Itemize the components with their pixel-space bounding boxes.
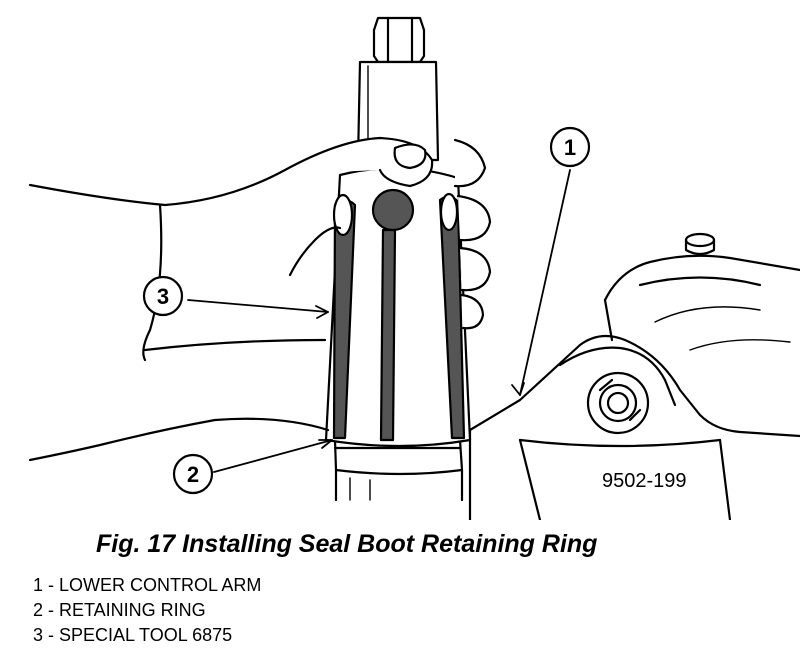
legend-item: 3 - SPECIAL TOOL 6875 (33, 625, 233, 645)
retaining-ring (333, 438, 464, 502)
leader-lines (187, 169, 571, 473)
callout-3-circle (142, 275, 184, 317)
figure-caption: Fig. 17 Installing Seal Boot Retaining R… (96, 530, 598, 558)
figure-code: 9502-199 (602, 470, 687, 492)
legend: 1 - LOWER CONTROL ARM 2 - RETAINING RING… (33, 573, 261, 648)
legend-item: 2 - RETAINING RING (33, 600, 206, 620)
callout-2-number: 2 (187, 462, 199, 487)
installation-illustration: 1 3 2 (28, 16, 800, 520)
lower-control-arm (468, 232, 800, 520)
special-tool (324, 16, 472, 448)
callout-2-circle (172, 453, 214, 495)
callout-1-number: 1 (564, 135, 576, 160)
hand (28, 136, 492, 462)
callout-1-circle (549, 126, 591, 168)
callout-3-number: 3 (157, 284, 169, 309)
legend-item: 1 - LOWER CONTROL ARM (33, 575, 262, 595)
